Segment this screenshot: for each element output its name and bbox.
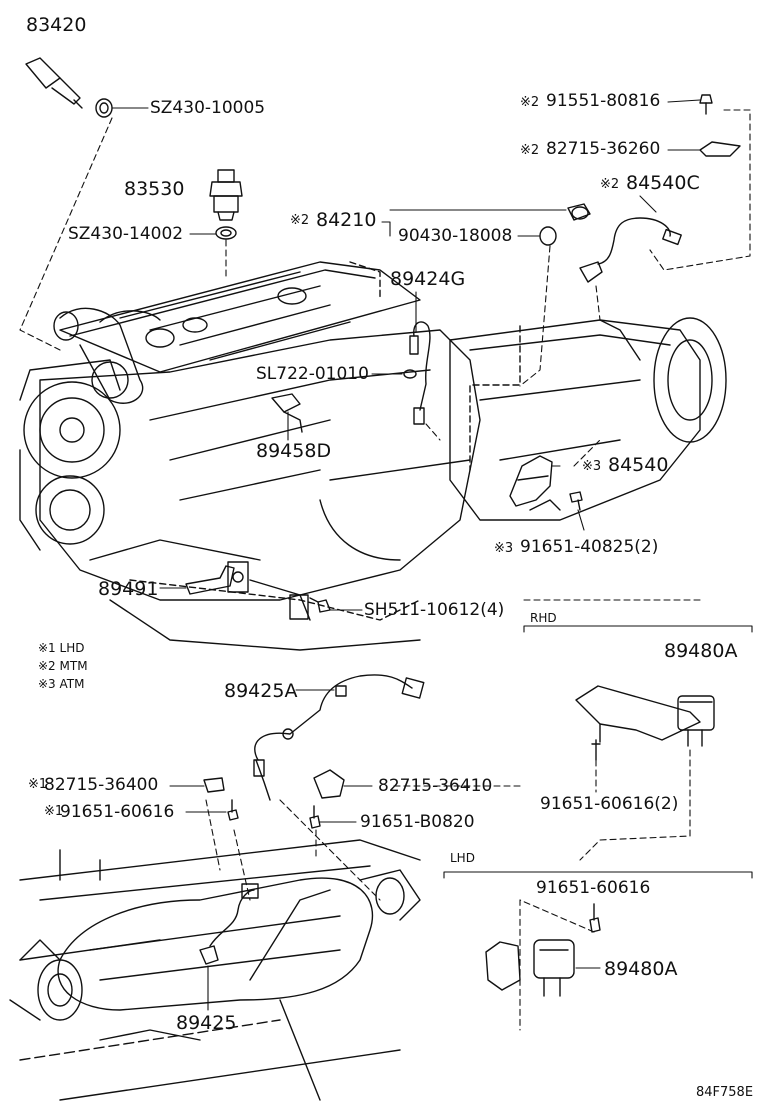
part-label-82715-36400[interactable]: 82715-36400 xyxy=(44,775,159,795)
bolt-91651-b0820-icon xyxy=(309,805,321,829)
part-label-89480a-rhd[interactable]: 89480A xyxy=(664,640,738,662)
rhd-section-label: RHD xyxy=(530,611,557,625)
sensor-84540-icon xyxy=(509,455,561,511)
part-label-sh511-10612[interactable]: SH511-10612(4) xyxy=(364,600,505,620)
part-label-82715-36410[interactable]: 82715-36410 xyxy=(378,776,493,796)
clamp-82715-36400-icon xyxy=(203,777,225,793)
bracket-89491-icon xyxy=(185,561,249,595)
part-label-91551-80816[interactable]: 91551-80816 xyxy=(546,91,661,111)
clamp-82715-36260-icon xyxy=(699,141,741,157)
mtm-mark: ※2 xyxy=(290,213,310,228)
control-unit-89480a-lhd-icon xyxy=(485,903,601,997)
part-label-84540c[interactable]: 84540C xyxy=(626,172,700,194)
part-label-89480a-lhd[interactable]: 89480A xyxy=(604,958,678,980)
lhd-mark: ※1 xyxy=(44,804,64,819)
lower-leader-lines xyxy=(169,689,373,1011)
switch-83530-icon xyxy=(209,169,243,221)
sensor-83420-icon xyxy=(25,57,83,109)
part-label-89458d[interactable]: 89458D xyxy=(256,440,332,462)
sensor-84540c-icon xyxy=(579,217,682,283)
part-label-91651-60616-lhd[interactable]: 91651-60616 xyxy=(536,878,651,898)
engine-illustration xyxy=(19,261,727,651)
diagram-code: 84F758E xyxy=(696,1085,754,1100)
atm-mark: ※3 xyxy=(494,541,514,556)
sensor-89424g-icon xyxy=(409,321,431,425)
lower-dashed-leaders xyxy=(205,785,521,901)
part-label-82715-36260[interactable]: 82715-36260 xyxy=(546,139,661,159)
lhd-dashed-leaders xyxy=(519,899,595,1031)
part-label-83530[interactable]: 83530 xyxy=(124,178,185,200)
lhd-mark: ※1 xyxy=(28,777,48,792)
washer-sz430-10005-icon xyxy=(95,98,113,118)
mtm-mark: ※2 xyxy=(600,177,620,192)
switch-84210-icon xyxy=(567,203,591,221)
mtm-mark: ※2 xyxy=(520,143,540,158)
part-label-89424g[interactable]: 89424G xyxy=(390,268,466,290)
legend-atm: ※3 ATM xyxy=(38,677,85,691)
control-unit-89480a-rhd-icon xyxy=(575,685,715,761)
part-label-91651-60616[interactable]: 91651-60616 xyxy=(60,802,175,822)
part-label-sz430-10005[interactable]: SZ430-10005 xyxy=(150,98,266,118)
part-label-91651-60616-2[interactable]: 91651-60616(2) xyxy=(540,794,679,814)
bolt-91651-60616-icon xyxy=(227,799,239,821)
rhd-leaders xyxy=(579,749,691,861)
part-label-90430-18008[interactable]: 90430-18008 xyxy=(398,226,513,246)
sensor-89425a-icon xyxy=(253,674,425,801)
part-label-84210[interactable]: 84210 xyxy=(316,209,377,231)
clamp-82715-36410-icon xyxy=(313,769,345,799)
part-label-sz430-14002[interactable]: SZ430-14002 xyxy=(68,224,184,244)
bolt-91551-80816-icon xyxy=(699,94,713,115)
mtm-mark: ※2 xyxy=(520,95,540,110)
sensor-89425-icon xyxy=(199,883,259,965)
part-label-91651-40825[interactable]: 91651-40825(2) xyxy=(520,537,659,557)
atm-mark: ※3 xyxy=(582,459,602,474)
legend-mtm: ※2 MTM xyxy=(38,659,88,673)
rhd-section-frame xyxy=(523,625,753,633)
part-label-89491[interactable]: 89491 xyxy=(98,578,159,600)
washer-sz430-14002-icon xyxy=(215,226,237,240)
part-label-89425a[interactable]: 89425A xyxy=(224,680,298,702)
leader-lines xyxy=(111,99,701,611)
sensor-89458d-icon xyxy=(271,393,303,433)
dashed-leaders xyxy=(19,109,751,601)
legend-lhd: ※1 LHD xyxy=(38,641,85,655)
part-label-sl722-01010[interactable]: SL722-01010 xyxy=(256,364,369,384)
lhd-section-frame xyxy=(443,871,753,879)
part-label-91651-b0820[interactable]: 91651-B0820 xyxy=(360,812,475,832)
part-label-84540[interactable]: 84540 xyxy=(608,454,669,476)
gasket-sl722-01010-icon xyxy=(403,369,417,379)
lhd-section-label: LHD xyxy=(450,851,475,865)
part-label-83420[interactable]: 83420 xyxy=(26,14,87,36)
washer-90430-18008-icon xyxy=(539,226,557,246)
part-label-89425[interactable]: 89425 xyxy=(176,1012,237,1034)
bolt-91651-40825-icon xyxy=(569,491,583,511)
